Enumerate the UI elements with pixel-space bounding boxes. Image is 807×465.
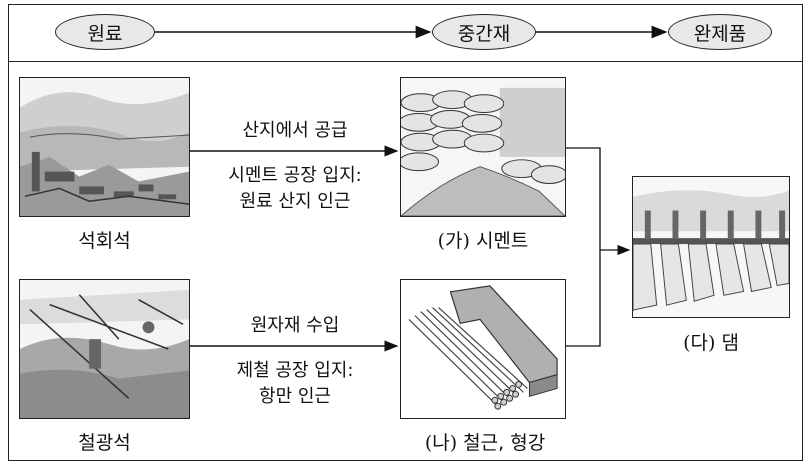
cement-name: 시멘트 — [475, 230, 529, 252]
stage-raw-material-label: 원료 — [87, 22, 123, 45]
stage-finished-product-label: 완제품 — [693, 22, 747, 45]
iron-ore-caption: 철광석 — [19, 428, 190, 455]
rebar-steel-beam-image — [400, 279, 566, 419]
stage-raw-material: 원료 — [55, 14, 155, 50]
header-divider — [8, 61, 803, 62]
cement-bags-image — [400, 77, 566, 217]
dam-image — [632, 176, 790, 318]
limestone-label: 석회석 — [78, 230, 131, 252]
iron-ore-label: 철광석 — [78, 432, 131, 454]
bottom-route-import: 원자재 수입 — [250, 315, 340, 336]
cement-caption: (가) 시멘트 — [400, 226, 566, 253]
steel-location-line1: 제철 공장 입지: — [236, 360, 354, 381]
limestone-quarry-image — [19, 77, 190, 217]
stage-intermediate-label: 중간재 — [457, 22, 511, 45]
iron-ore-port-image — [19, 279, 190, 419]
cement-marker: (가) — [437, 230, 470, 252]
top-route-note: 시멘트 공장 입지: 원료 산지 인근 — [195, 163, 395, 215]
stage-finished-product: 완제품 — [668, 14, 772, 50]
top-route-label: 산지에서 공급 — [195, 118, 395, 144]
dam-name: 댐 — [721, 332, 739, 354]
steel-caption: (나) 철근, 형강 — [395, 428, 575, 455]
steel-location-line2: 항만 인근 — [259, 386, 331, 407]
bottom-route-label: 원자재 수입 — [195, 313, 395, 339]
steel-name: 철근, 형강 — [463, 432, 546, 454]
dam-caption: (다) 댐 — [632, 328, 790, 355]
dam-marker: (다) — [683, 332, 716, 354]
cement-location-line1: 시멘트 공장 입지: — [228, 165, 362, 186]
steel-marker: (나) — [424, 432, 458, 454]
limestone-caption: 석회석 — [19, 226, 190, 253]
diagram-frame — [8, 4, 803, 461]
stage-intermediate: 중간재 — [432, 14, 536, 50]
cement-location-line2: 원료 산지 인근 — [239, 191, 351, 212]
bottom-route-note: 제철 공장 입지: 항만 인근 — [195, 358, 395, 410]
top-route-supply: 산지에서 공급 — [242, 120, 348, 141]
